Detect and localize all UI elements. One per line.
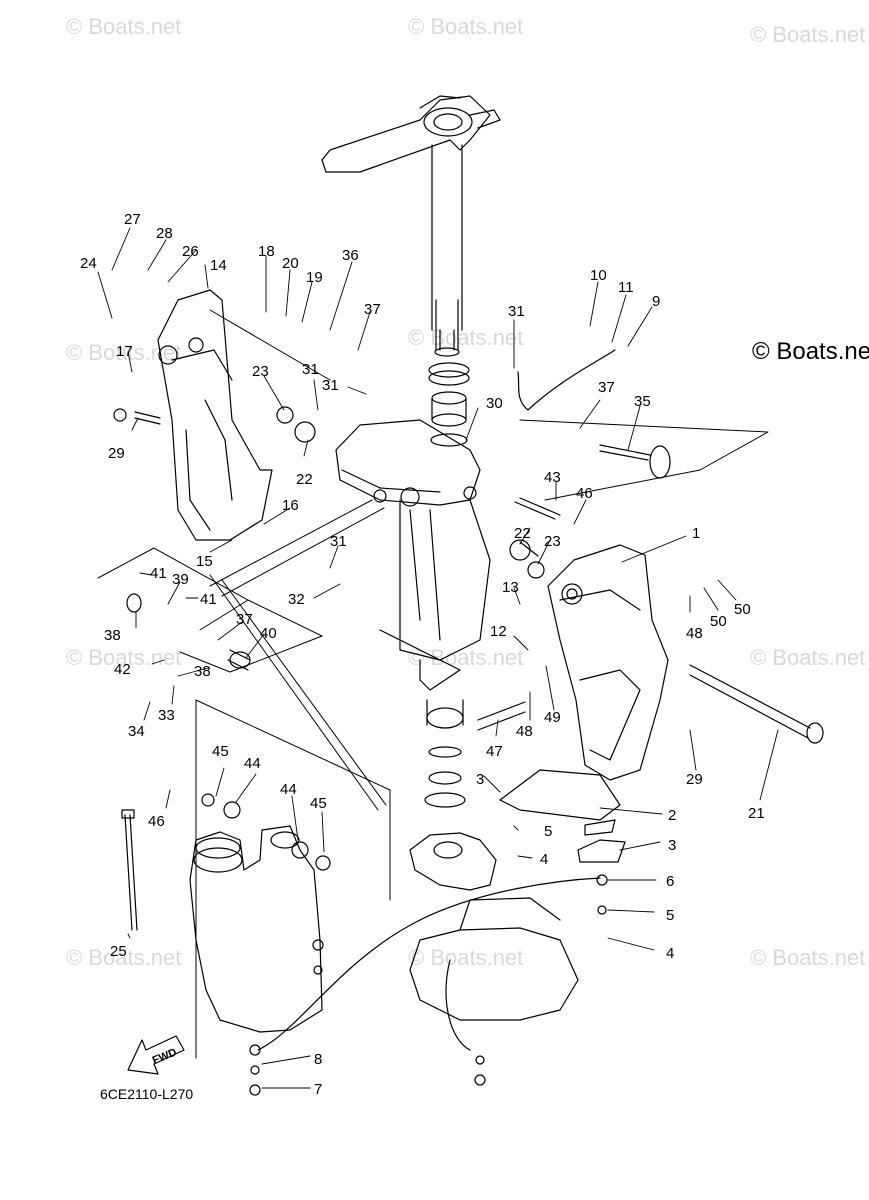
callout: 3 (668, 837, 676, 854)
tilt-cylinder-unit (189, 825, 324, 1033)
grouping-lines (97, 309, 769, 1059)
right-clamp-bracket (547, 544, 669, 781)
callout: 34 (128, 723, 145, 740)
callout: 31 (302, 361, 319, 378)
watermark: © Boats.net (750, 22, 866, 47)
steering-shaft (431, 144, 463, 357)
callout: 12 (490, 623, 507, 640)
leader-lines (97, 227, 779, 1089)
watermark: © Boats.net (408, 645, 524, 670)
callout: 20 (282, 255, 299, 272)
callout: 37 (364, 301, 381, 318)
steering-arm (321, 95, 501, 173)
callout: 23 (544, 533, 561, 550)
callout: 40 (260, 625, 277, 642)
watermark: © Boats.net (408, 325, 524, 350)
callout: 19 (306, 269, 323, 286)
callout: 44 (244, 755, 261, 772)
callout: 48 (686, 625, 703, 642)
callout: 38 (194, 663, 211, 680)
callout: 33 (158, 707, 175, 724)
callout: 42 (114, 661, 131, 678)
callout: 28 (156, 225, 173, 242)
callout: 45 (212, 743, 229, 760)
callout: 13 (502, 579, 519, 596)
callout: 29 (686, 771, 703, 788)
callout: 11 (618, 279, 634, 296)
callout: 8 (314, 1051, 322, 1068)
part-callouts: 27 28 26 24 14 18 20 19 36 10 11 9 17 31… (80, 211, 765, 1098)
callout: 47 (486, 743, 503, 760)
mount-plates (499, 769, 626, 863)
watermark: © Boats.net (66, 14, 182, 39)
cable-tie (121, 809, 138, 931)
callout: 24 (80, 255, 97, 272)
callout: 31 (330, 533, 347, 550)
callout: 22 (514, 525, 531, 542)
callout: 27 (124, 211, 141, 228)
callout: 3 (476, 771, 484, 788)
callout: 15 (196, 553, 213, 570)
callout: 29 (108, 445, 125, 462)
pins-and-bolts (113, 406, 824, 1096)
ground-lead (257, 349, 616, 1051)
callout: 31 (322, 377, 339, 394)
swivel-bracket (335, 419, 491, 691)
callout: 1 (692, 525, 700, 542)
callout: 10 (590, 267, 607, 284)
watermark: © Boats.net (66, 945, 182, 970)
callout: 9 (652, 293, 660, 310)
shaft-bushings (428, 362, 470, 447)
diagram-code: 6CE2110-L270 (100, 1086, 194, 1102)
callout: 38 (104, 627, 121, 644)
callout: 48 (516, 723, 533, 740)
callout: 36 (342, 247, 359, 264)
callout: 44 (280, 781, 297, 798)
callout: 50 (710, 613, 727, 630)
callout: 4 (666, 945, 674, 962)
callout: 17 (116, 343, 133, 360)
callout: 23 (252, 363, 269, 380)
callout: 46 (148, 813, 165, 830)
callout: 50 (734, 601, 751, 618)
watermark: © Boats.net (750, 645, 866, 670)
callout: 49 (544, 709, 561, 726)
callout: 46 (576, 485, 593, 502)
fwd-arrow (127, 1035, 185, 1075)
left-clamp-bracket (157, 289, 273, 541)
callout: 26 (182, 243, 199, 260)
callout: 14 (210, 257, 227, 274)
callout: 18 (258, 243, 275, 260)
callout: 25 (110, 943, 127, 960)
callout: 37 (598, 379, 615, 396)
callout: 4 (540, 851, 548, 868)
callout: 31 (508, 303, 525, 320)
callout: 37 (236, 611, 253, 628)
watermark-bold: © Boats.net (752, 338, 869, 365)
watermark: © Boats.net (408, 14, 524, 39)
callout: 2 (668, 807, 676, 824)
watermark: © Boats.net (66, 645, 182, 670)
lower-mount-parts (409, 699, 579, 1021)
callout: 5 (544, 823, 552, 840)
callout: 39 (172, 571, 189, 588)
watermark: © Boats.net (750, 945, 866, 970)
callout: 32 (288, 591, 305, 608)
callout: 35 (634, 393, 651, 410)
callout: 6 (666, 873, 674, 890)
fwd-label: FWD (151, 1046, 179, 1067)
callout: 22 (296, 471, 313, 488)
callout: 30 (486, 395, 503, 412)
callout: 7 (314, 1081, 322, 1098)
callout: 43 (544, 469, 561, 486)
callout: 41 (150, 565, 167, 582)
callout: 21 (748, 805, 765, 822)
callout: 41 (200, 591, 217, 608)
watermark: © Boats.net (408, 945, 524, 970)
callout: 16 (282, 497, 299, 514)
callout: 45 (310, 795, 327, 812)
callout: 5 (666, 907, 674, 924)
